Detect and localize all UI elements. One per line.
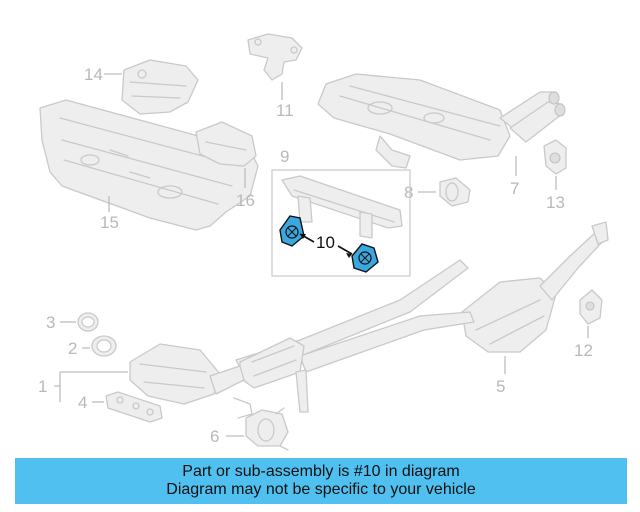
callout-3: 3 xyxy=(46,313,55,332)
part-1-catalytic-converter xyxy=(129,343,245,405)
callout-11: 11 xyxy=(276,101,294,120)
callout-9: 9 xyxy=(280,147,289,166)
banner-line-1: Part or sub-assembly is #10 in diagram xyxy=(182,463,460,480)
callout-15: 15 xyxy=(100,213,119,232)
part-11-bracket xyxy=(247,33,303,81)
part-10-rubber-mount-left xyxy=(279,215,305,247)
exhaust-system-diagram: 15 14 11 16 7 13 xyxy=(38,33,609,451)
part-6-clamp xyxy=(245,407,289,451)
part-8-clamp xyxy=(439,177,471,207)
part-13-hanger xyxy=(543,139,567,175)
info-banner: Part or sub-assembly is #10 in diagram D… xyxy=(15,458,627,504)
part-12-hanger xyxy=(579,289,603,325)
callout-10: 10 xyxy=(316,233,335,252)
callout-6: 6 xyxy=(210,427,219,446)
callout-5: 5 xyxy=(496,377,505,396)
part-5-middle-muffler xyxy=(461,221,609,353)
part-2-gasket xyxy=(91,335,117,357)
main-exhaust-pipe xyxy=(233,259,475,419)
callout-13: 13 xyxy=(546,193,565,212)
callout-4: 4 xyxy=(78,393,87,412)
part-16-heat-shield xyxy=(195,121,257,167)
part-10-rubber-mount-right xyxy=(351,243,379,273)
callout-2: 2 xyxy=(68,339,77,358)
part-3-ring-gasket xyxy=(77,312,99,332)
callout-8: 8 xyxy=(404,183,413,202)
callout-14: 14 xyxy=(84,65,103,84)
banner-line-2: Diagram may not be specific to your vehi… xyxy=(166,481,476,498)
part-7-rear-muffler xyxy=(317,73,566,169)
callout-12: 12 xyxy=(574,341,593,360)
part-14-heat-shield xyxy=(121,59,199,115)
part-9-assembly-box xyxy=(271,169,411,277)
callout-7: 7 xyxy=(510,179,519,198)
callout-16: 16 xyxy=(236,191,255,210)
callout-1: 1 xyxy=(38,377,47,396)
part-4-flange-gasket xyxy=(105,391,163,423)
